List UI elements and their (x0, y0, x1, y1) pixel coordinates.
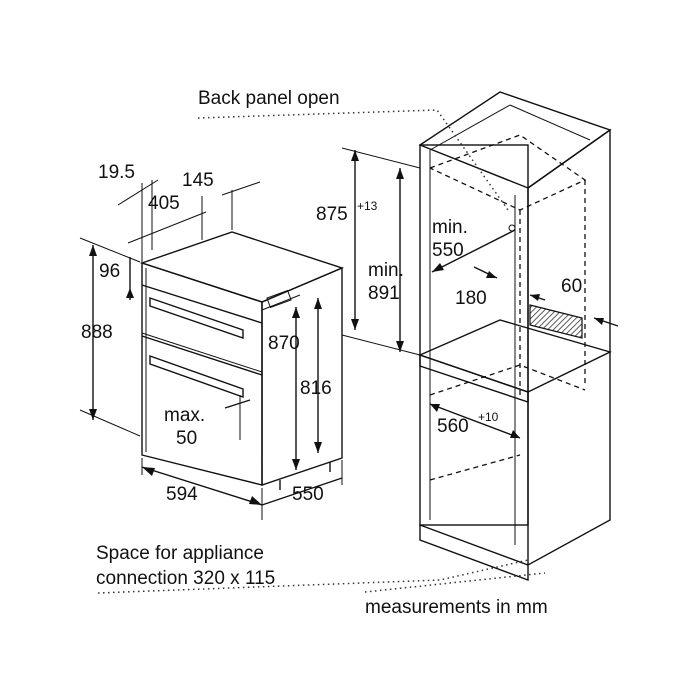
oven-top (139, 231, 344, 303)
back-panel-label: Back panel open (198, 88, 340, 109)
oven-side (261, 266, 343, 486)
dim-560-line (429, 403, 521, 439)
dim-870-label: 870 (268, 333, 300, 354)
oven-dimensions (79, 179, 343, 520)
upper-door-handle (149, 297, 244, 339)
dim-60-label: 60 (561, 276, 582, 297)
control-knob (266, 289, 292, 309)
dim-max-label: max. (164, 405, 205, 426)
back-panel-leader (197, 109, 509, 211)
measurements-leader (364, 572, 546, 593)
dim-50-label: 50 (176, 428, 197, 449)
cabinet-drawing (418, 91, 612, 582)
dim-min-891-label-1: min. (368, 260, 404, 281)
dim-594-line (141, 466, 263, 506)
dim-888-label: 888 (81, 322, 113, 343)
dim-550-min-line (431, 229, 516, 273)
oven-door-divider (141, 335, 263, 376)
dim-405-label: 405 (148, 193, 180, 214)
dim-550-label: 550 (292, 484, 324, 505)
cabinet-dimensions (341, 147, 619, 439)
dim-560-label: 560 (437, 416, 469, 437)
dim-550-line (261, 477, 343, 506)
measurements-label: measurements in mm (365, 597, 548, 618)
dim-816-label: 816 (300, 378, 332, 399)
space-label-line2: connection 320 x 115 (96, 568, 275, 589)
dim-145-label: 145 (182, 170, 214, 191)
dim-594-label: 594 (166, 484, 198, 505)
dim-180-label: 180 (455, 288, 487, 309)
dim-19-5-label: 19.5 (98, 162, 135, 183)
dim-min-550-label-1: min. (432, 217, 468, 238)
oven-drawing (139, 231, 344, 490)
dim-875-tolerance: +13 (357, 199, 378, 213)
dim-min-550-label-2: 550 (432, 240, 464, 261)
dim-min-891-label-2: 891 (368, 283, 400, 304)
cabinet-side (527, 128, 611, 567)
dim-875-label: 875 (316, 204, 348, 225)
space-label-line1: Space for appliance (96, 543, 264, 564)
connection-cutout (529, 304, 583, 339)
lower-door-handle (149, 355, 244, 398)
dim-560-tolerance: +10 (478, 410, 499, 424)
dim-96-label: 96 (99, 261, 120, 282)
